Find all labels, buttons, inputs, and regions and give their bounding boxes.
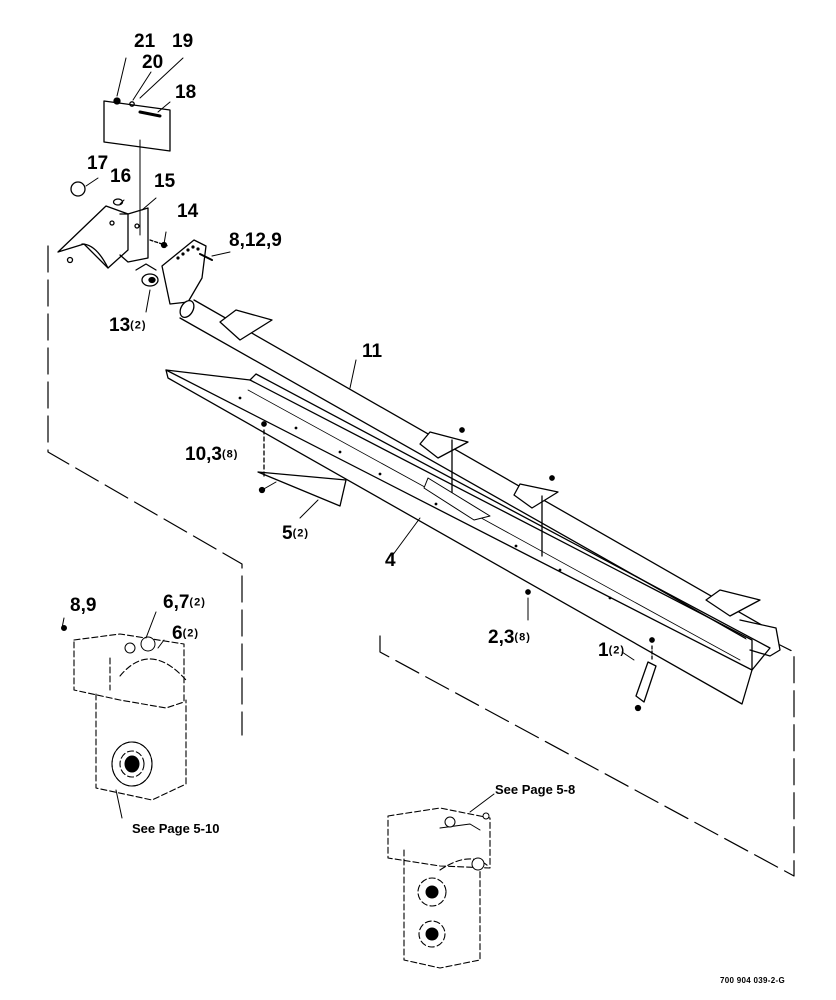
callout-18-text: 18 [175,82,197,103]
callout-2-3: 2,3(8) [488,628,531,647]
callout-21: 21 [134,32,155,51]
bushing-13 [135,263,159,287]
knob-17 [70,181,86,197]
callout-8-9: 8,9 [70,596,96,615]
phantom-panel-left [47,245,243,736]
callout-6-text: 6 [172,623,183,644]
callout-15: 15 [154,172,175,191]
callout-17: 17 [87,154,108,173]
callout-6-7-text: 6,7 [163,592,190,613]
callout-6-7-qty: (2) [189,596,206,609]
callout-11-text: 11 [362,341,383,362]
callout-5: 5(2) [282,524,309,543]
callout-14: 14 [177,202,198,221]
callout-10-3: 10,3(8) [185,445,238,464]
gearbox-left-details [61,625,156,787]
callout-11: 11 [362,342,382,361]
callout-15-text: 15 [154,171,176,192]
see-page-note-left: See Page 5-10 [132,821,220,836]
callout-13: 13(2) [109,316,147,335]
callout-13-qty: (2) [130,319,147,332]
callout-16-text: 16 [110,166,132,187]
callout-13-text: 13 [109,315,131,336]
callout-5-text: 5 [282,523,293,544]
callout-10-3-text: 10,3 [185,444,222,465]
callout-8-12-9-text: 8,12,9 [229,230,282,251]
angle-channel [165,369,771,705]
callout-17-text: 17 [87,153,109,174]
callout-20-text: 20 [142,52,164,73]
gearbox-right [387,807,491,969]
callout-1-qty: (2) [608,644,626,657]
figure-number: 700 904 039-2-G [720,976,785,985]
gearbox-left [73,633,187,801]
gearbox-right-details [425,812,490,941]
leader-lines [61,57,635,819]
callout-4-text: 4 [385,550,396,571]
callout-10-3-qty: (8) [221,448,239,461]
bracket [57,205,149,269]
pivot-plate [161,239,207,305]
callout-2-3-text: 2,3 [488,627,515,648]
callout-4: 4 [385,551,396,570]
callout-14-text: 14 [177,201,199,222]
callout-8-9-text: 8,9 [70,595,97,616]
callout-16: 16 [110,167,131,186]
tube-assembly [179,299,781,657]
callout-2-3-qty: (8) [514,631,531,644]
callout-1: 1(2) [598,641,625,660]
callout-21-text: 21 [134,31,156,52]
callout-8-12-9: 8,12,9 [229,231,282,250]
washer-16 [112,198,124,206]
decal-plate [103,97,171,236]
callout-6: 6(2) [172,624,199,643]
callout-20: 20 [142,53,163,72]
callout-19-text: 19 [172,31,194,52]
callout-6-qty: (2) [182,627,200,640]
callout-5-qty: (2) [292,527,310,540]
phantom-panel-right [379,635,795,877]
shield-5 [257,471,347,507]
callout-18: 18 [175,83,196,102]
callout-6-7: 6,7(2) [163,593,206,612]
callout-1-text: 1 [598,640,609,661]
clip-1 [635,661,657,703]
callout-19: 19 [172,32,193,51]
see-page-note-right: See Page 5-8 [495,782,576,797]
